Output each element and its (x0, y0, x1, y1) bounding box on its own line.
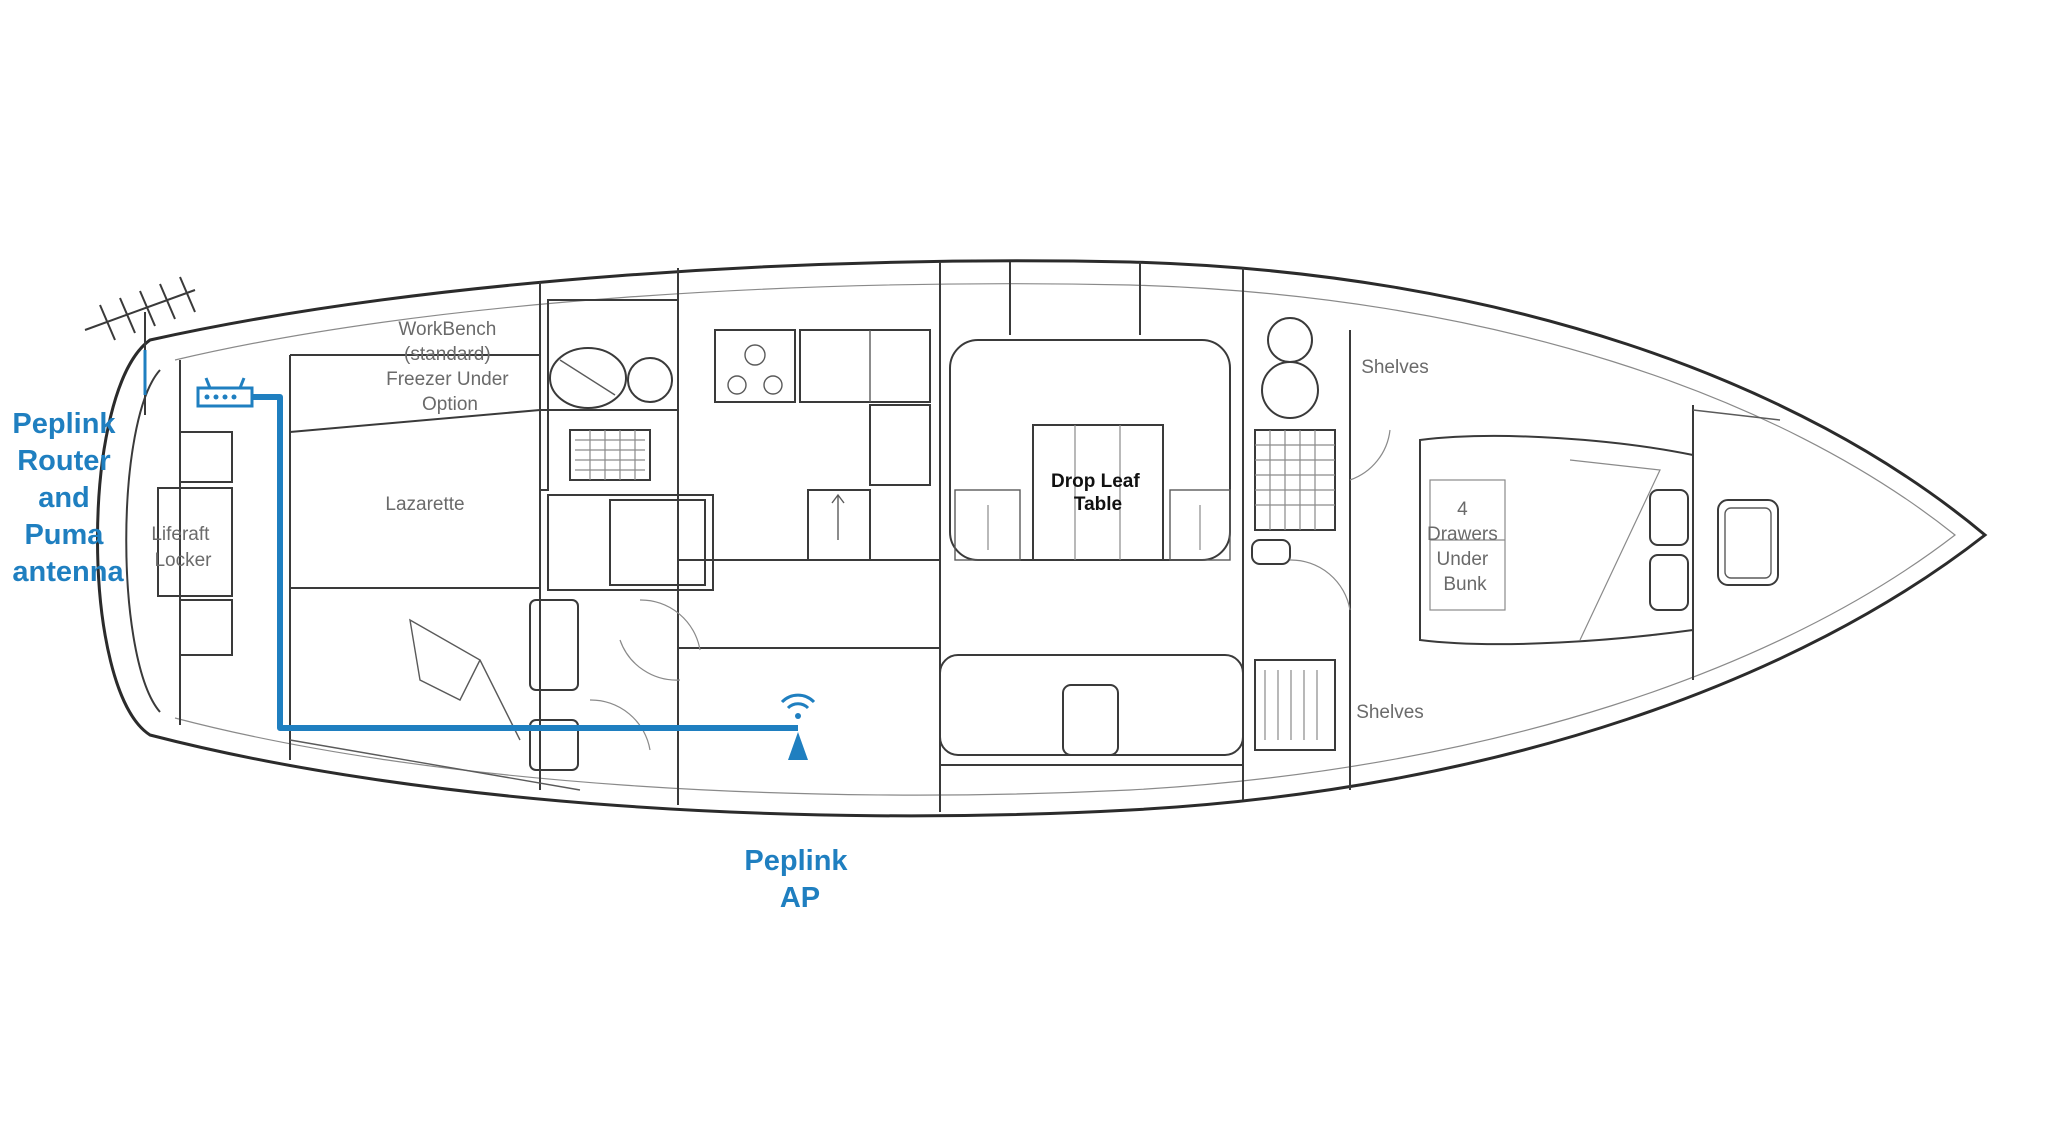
yagi-antenna-icon (84, 276, 196, 415)
drop-leaf-table-label: Drop Leaf Table (1051, 471, 1145, 515)
liferaft-locker-label: Liferaft Locker (151, 524, 214, 571)
network-cable (252, 394, 798, 731)
router-callout: Peplink Router and Puma antenna (12, 408, 124, 588)
forward-head (1251, 317, 1391, 790)
aft-head (529, 299, 714, 771)
cockpit-seat-bottom (179, 599, 233, 656)
hull-inner-outline (174, 283, 1956, 796)
galley (589, 329, 940, 751)
workbench-label: WorkBench (standard) Freezer Under Optio… (386, 319, 514, 415)
wifi-access-point-icon (780, 693, 816, 760)
aft-cabin-structure (289, 354, 581, 791)
cockpit-seat-top (179, 431, 233, 483)
hull-outline (96, 259, 1988, 818)
lazarette-label: Lazarette (385, 494, 464, 515)
saloon (939, 339, 1244, 766)
drawers-label: 4 Drawers Under Bunk (1427, 499, 1503, 595)
shelves-top-label: Shelves (1361, 357, 1429, 378)
shelves-bottom-label: Shelves (1356, 702, 1424, 723)
v-berth (1419, 409, 1781, 646)
router-icon (196, 377, 254, 408)
liferaft-locker (157, 487, 233, 597)
access-point-callout: Peplink AP (744, 845, 855, 914)
